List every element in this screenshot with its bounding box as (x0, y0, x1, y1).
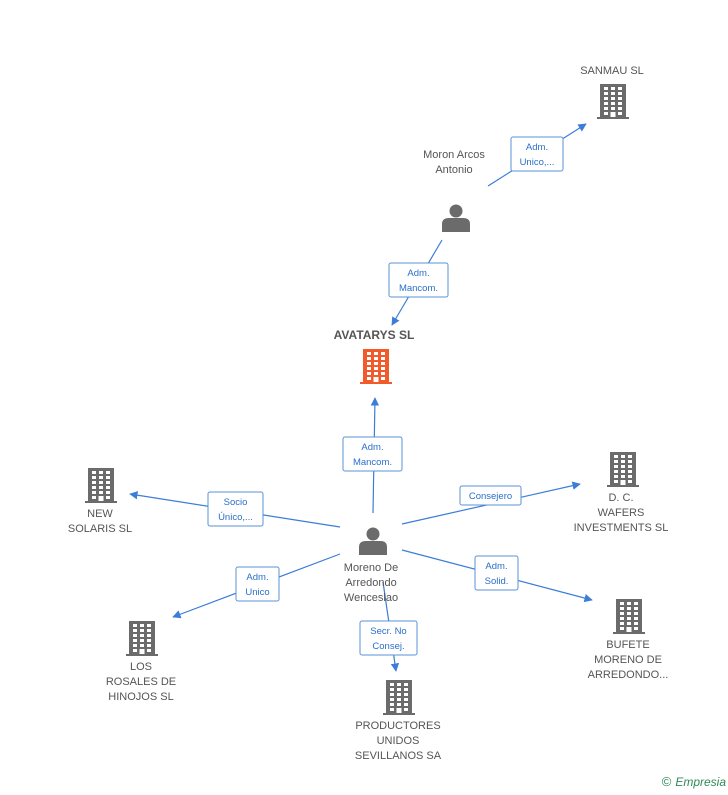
node-label: HINOJOS SL (108, 691, 173, 703)
edge-label-box (207, 491, 264, 527)
node-label: SANMAU SL (580, 65, 644, 77)
building-icon (607, 452, 639, 487)
building-icon (597, 84, 629, 119)
node-newsolaris[interactable]: NEW SOLARIS SL (68, 468, 132, 535)
node-label: D. C. (608, 492, 633, 504)
node-productores[interactable]: PRODUCTORES UNIDOS SEVILLANOS SA (355, 680, 442, 762)
node-label: INVESTMENTS SL (574, 522, 669, 534)
edge-label-box (359, 620, 418, 656)
edge-label-text: Unico (245, 587, 269, 598)
node-label: Arredondo (345, 577, 396, 589)
building-icon (360, 349, 392, 384)
edge-label-moreno-avatarys[interactable]: Adm. Mancom. (342, 436, 403, 472)
node-wafers[interactable]: D. C. WAFERS INVESTMENTS SL (574, 452, 669, 534)
node-label: BUFETE (606, 639, 649, 651)
edge-label-moreno-wafers[interactable]: Consejero (459, 485, 522, 506)
node-label: Wenceslao (344, 592, 398, 604)
node-avatarys[interactable]: AVATARYS SL (334, 328, 415, 384)
edge-label-box (388, 262, 449, 298)
edge-label-text: Consej. (372, 641, 404, 652)
node-label: WAFERS (598, 507, 645, 519)
person-icon (359, 527, 387, 555)
node-label: UNIDOS (377, 735, 420, 747)
node-rosales[interactable]: LOS ROSALES DE HINOJOS SL (106, 621, 176, 703)
brand-name: Empresia (675, 775, 726, 789)
edge-label-text: Único,... (218, 512, 253, 523)
edge-label-text: Adm. (526, 142, 548, 153)
node-sanmau[interactable]: SANMAU SL (580, 65, 644, 119)
edge-label-moron-avatarys[interactable]: Adm. Mancom. (388, 262, 449, 298)
building-icon (383, 680, 415, 715)
node-label: Antonio (435, 164, 472, 176)
edge-label-moreno-bufete[interactable]: Adm. Solid. (474, 555, 519, 591)
node-label: PRODUCTORES (355, 720, 440, 732)
person-icon (442, 204, 470, 232)
edge-label-box (342, 436, 403, 472)
edge-label-text: Secr. No (370, 626, 406, 637)
edge-label-text: Adm. (485, 561, 507, 572)
edge-label-moreno-rosales[interactable]: Adm. Unico (235, 566, 280, 602)
node-bufete[interactable]: BUFETE MORENO DE ARREDONDO... (588, 599, 669, 681)
edge-label-text: Adm. (361, 442, 383, 453)
node-label: MORENO DE (594, 654, 662, 666)
edge-label-box (510, 136, 564, 172)
edge-label-text: Mancom. (353, 457, 392, 468)
copyright-icon: © (661, 774, 672, 789)
edge-label-text: Adm. (246, 572, 268, 583)
node-label: AVATARYS SL (334, 328, 415, 342)
edge-label-moreno-newsolaris[interactable]: SocioÚnico,... (207, 491, 264, 527)
node-label: ROSALES DE (106, 676, 176, 688)
edge-label-text: Consejero (469, 491, 512, 502)
building-icon (613, 599, 645, 634)
node-label: Moron Arcos (423, 149, 485, 161)
footer-brand: ©Empresia (662, 774, 726, 789)
node-label: Moreno De (344, 562, 398, 574)
edge-label-moreno-productores[interactable]: Secr. No Consej. (359, 620, 418, 656)
node-label: NEW (87, 508, 113, 520)
edge-label-text: Unico,... (520, 157, 555, 168)
edge-label-box (459, 485, 522, 506)
node-label: SOLARIS SL (68, 523, 132, 535)
edge-label-text: Adm. (407, 268, 429, 279)
node-label: SEVILLANOS SA (355, 750, 442, 762)
building-icon (85, 468, 117, 503)
node-label: ARREDONDO... (588, 669, 669, 681)
building-icon (126, 621, 158, 656)
edge-label-text: Solid. (485, 576, 509, 587)
edge-label-text: Socio (224, 497, 248, 508)
edge-label-moron-sanmau[interactable]: Adm. Unico,... (510, 136, 564, 172)
node-label: LOS (130, 661, 152, 673)
edge-label-box (235, 566, 280, 602)
edge-label-box (474, 555, 519, 591)
edge-label-text: Mancom. (399, 283, 438, 294)
